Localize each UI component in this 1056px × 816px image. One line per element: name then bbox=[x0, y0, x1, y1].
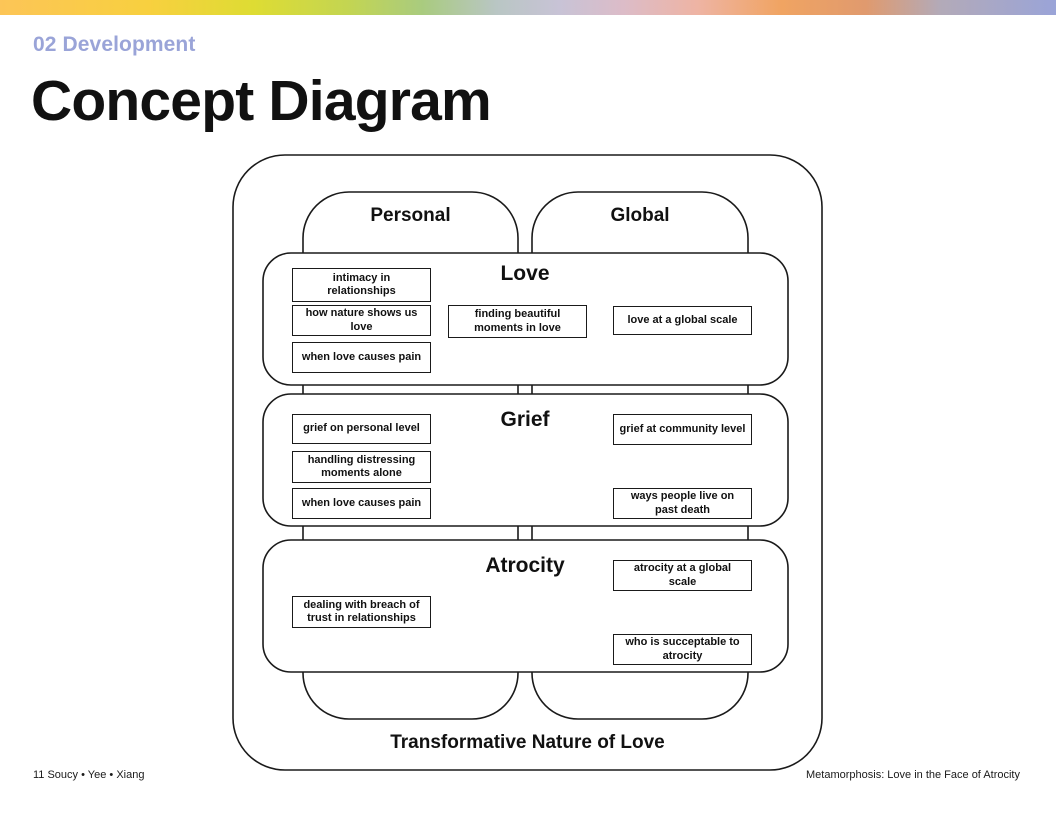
leaf-box-grief-personal-2[interactable]: handling distressing moments alone bbox=[292, 451, 431, 483]
section-eyebrow: 02 Development bbox=[33, 33, 196, 56]
page-title: Concept Diagram bbox=[31, 69, 492, 133]
column-label-global: Global bbox=[610, 205, 670, 226]
leaf-box-love-global-1[interactable]: love at a global scale bbox=[613, 306, 752, 335]
leaf-box-atrocity-global-2[interactable]: who is succeptable to atrocity bbox=[613, 634, 752, 665]
outer-container-shape bbox=[232, 154, 823, 771]
leaf-box-grief-global-1[interactable]: grief at community level bbox=[613, 414, 752, 445]
outer-container-label: Transformative Nature of Love bbox=[390, 732, 665, 753]
leaf-box-love-shared-1[interactable]: finding beautiful moments in love bbox=[448, 305, 587, 338]
leaf-box-grief-personal-1[interactable]: grief on personal level bbox=[292, 414, 431, 444]
column-label-personal: Personal bbox=[370, 205, 451, 226]
leaf-box-love-personal-3[interactable]: when love causes pain bbox=[292, 342, 431, 373]
row-label-atrocity: Atrocity bbox=[485, 554, 565, 577]
leaf-box-love-personal-2[interactable]: how nature shows us love bbox=[292, 305, 431, 336]
footer-right: Metamorphosis: Love in the Face of Atroc… bbox=[806, 769, 1020, 781]
leaf-box-grief-global-2[interactable]: ways people live on past death bbox=[613, 488, 752, 519]
leaf-box-atrocity-global-1[interactable]: atrocity at a global scale bbox=[613, 560, 752, 591]
leaf-box-love-personal-1[interactable]: intimacy in relationships bbox=[292, 268, 431, 302]
row-label-love: Love bbox=[500, 262, 550, 285]
leaf-box-atrocity-personal-1[interactable]: dealing with breach of trust in relation… bbox=[292, 596, 431, 628]
top-gradient-bar bbox=[0, 0, 1056, 15]
footer-left: 11 Soucy • Yee • Xiang bbox=[33, 769, 145, 781]
row-label-grief: Grief bbox=[500, 408, 550, 431]
leaf-box-grief-personal-3[interactable]: when love causes pain bbox=[292, 488, 431, 519]
